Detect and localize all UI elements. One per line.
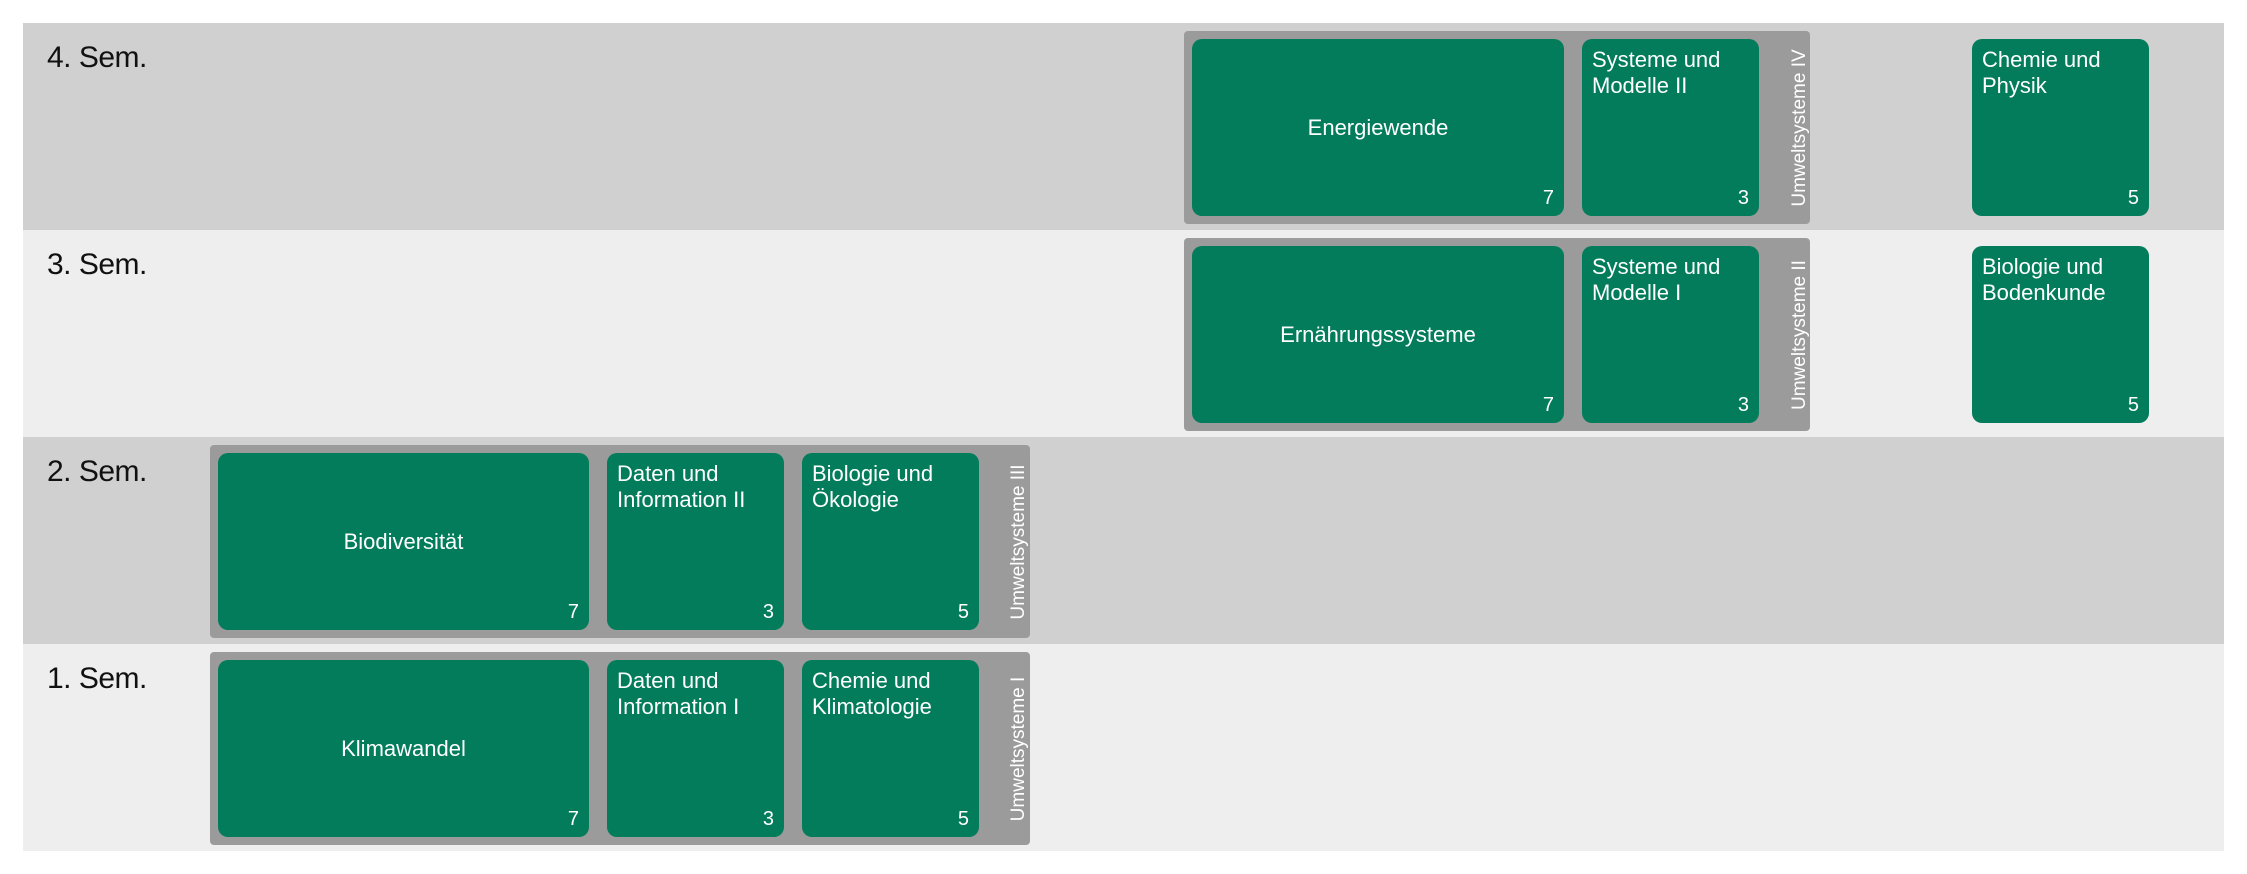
module-ernaehrungssysteme[interactable]: Ernährungssysteme 7 — [1192, 246, 1564, 423]
module-credits: 5 — [957, 601, 969, 623]
module-credits: 7 — [1542, 187, 1554, 209]
semester-label: 1. Sem. — [47, 662, 147, 695]
module-name: Daten und Information I — [617, 668, 740, 719]
module-name: Klimawandel — [341, 735, 466, 761]
group-label: Umweltsysteme IV — [1789, 49, 1810, 207]
semester-label: 4. Sem. — [47, 41, 147, 74]
module-credits: 5 — [2127, 187, 2139, 209]
module-credits: 3 — [1737, 187, 1749, 209]
module-credits: 7 — [567, 601, 579, 623]
module-name: Systeme und Modelle II — [1592, 47, 1721, 98]
module-credits: 5 — [2127, 394, 2139, 416]
module-name: Chemie und Physik — [1982, 47, 2101, 98]
module-biologie-bodenkunde[interactable]: Biologie und Bodenkunde 5 — [1972, 246, 2149, 423]
module-chemie-physik[interactable]: Chemie und Physik 5 — [1972, 39, 2149, 216]
module-name: Daten und Information II — [617, 461, 746, 512]
module-biologie-oekologie[interactable]: Biologie und Ökologie 5 — [802, 453, 979, 630]
module-name: Biodiversität — [343, 528, 464, 554]
module-klimawandel[interactable]: Klimawandel 7 — [218, 660, 589, 837]
group-label: Umweltsysteme I — [1008, 676, 1029, 822]
module-credits: 3 — [762, 601, 774, 623]
module-credits: 7 — [1542, 394, 1554, 416]
module-credits: 7 — [567, 808, 579, 830]
module-name: Chemie und Klimatologie — [812, 668, 932, 719]
module-name: Energiewende — [1307, 114, 1449, 140]
module-daten-information-ii[interactable]: Daten und Information II 3 — [607, 453, 784, 630]
semester-row-4: 4. Sem. — [23, 23, 2224, 230]
module-credits: 5 — [957, 808, 969, 830]
semester-label: 2. Sem. — [47, 455, 147, 488]
module-energiewende[interactable]: Energiewende 7 — [1192, 39, 1564, 216]
module-chemie-klimatologie[interactable]: Chemie und Klimatologie 5 — [802, 660, 979, 837]
module-name: Systeme und Modelle I — [1592, 254, 1721, 305]
module-name: Biologie und Ökologie — [812, 461, 934, 512]
module-daten-information-i[interactable]: Daten und Information I 3 — [607, 660, 784, 837]
group-label: Umweltsysteme II — [1789, 260, 1810, 410]
module-systeme-modelle-ii[interactable]: Systeme und Modelle II 3 — [1582, 39, 1759, 216]
module-name: Ernährungssysteme — [1280, 321, 1476, 347]
module-credits: 3 — [1737, 394, 1749, 416]
module-systeme-modelle-i[interactable]: Systeme und Modelle I 3 — [1582, 246, 1759, 423]
semester-label: 3. Sem. — [47, 248, 147, 281]
module-biodiversitaet[interactable]: Biodiversität 7 — [218, 453, 589, 630]
module-name: Biologie und Bodenkunde — [1982, 254, 2106, 305]
module-credits: 3 — [762, 808, 774, 830]
semester-row-3: 3. Sem. — [23, 230, 2224, 437]
group-label: Umweltsysteme III — [1008, 464, 1029, 620]
